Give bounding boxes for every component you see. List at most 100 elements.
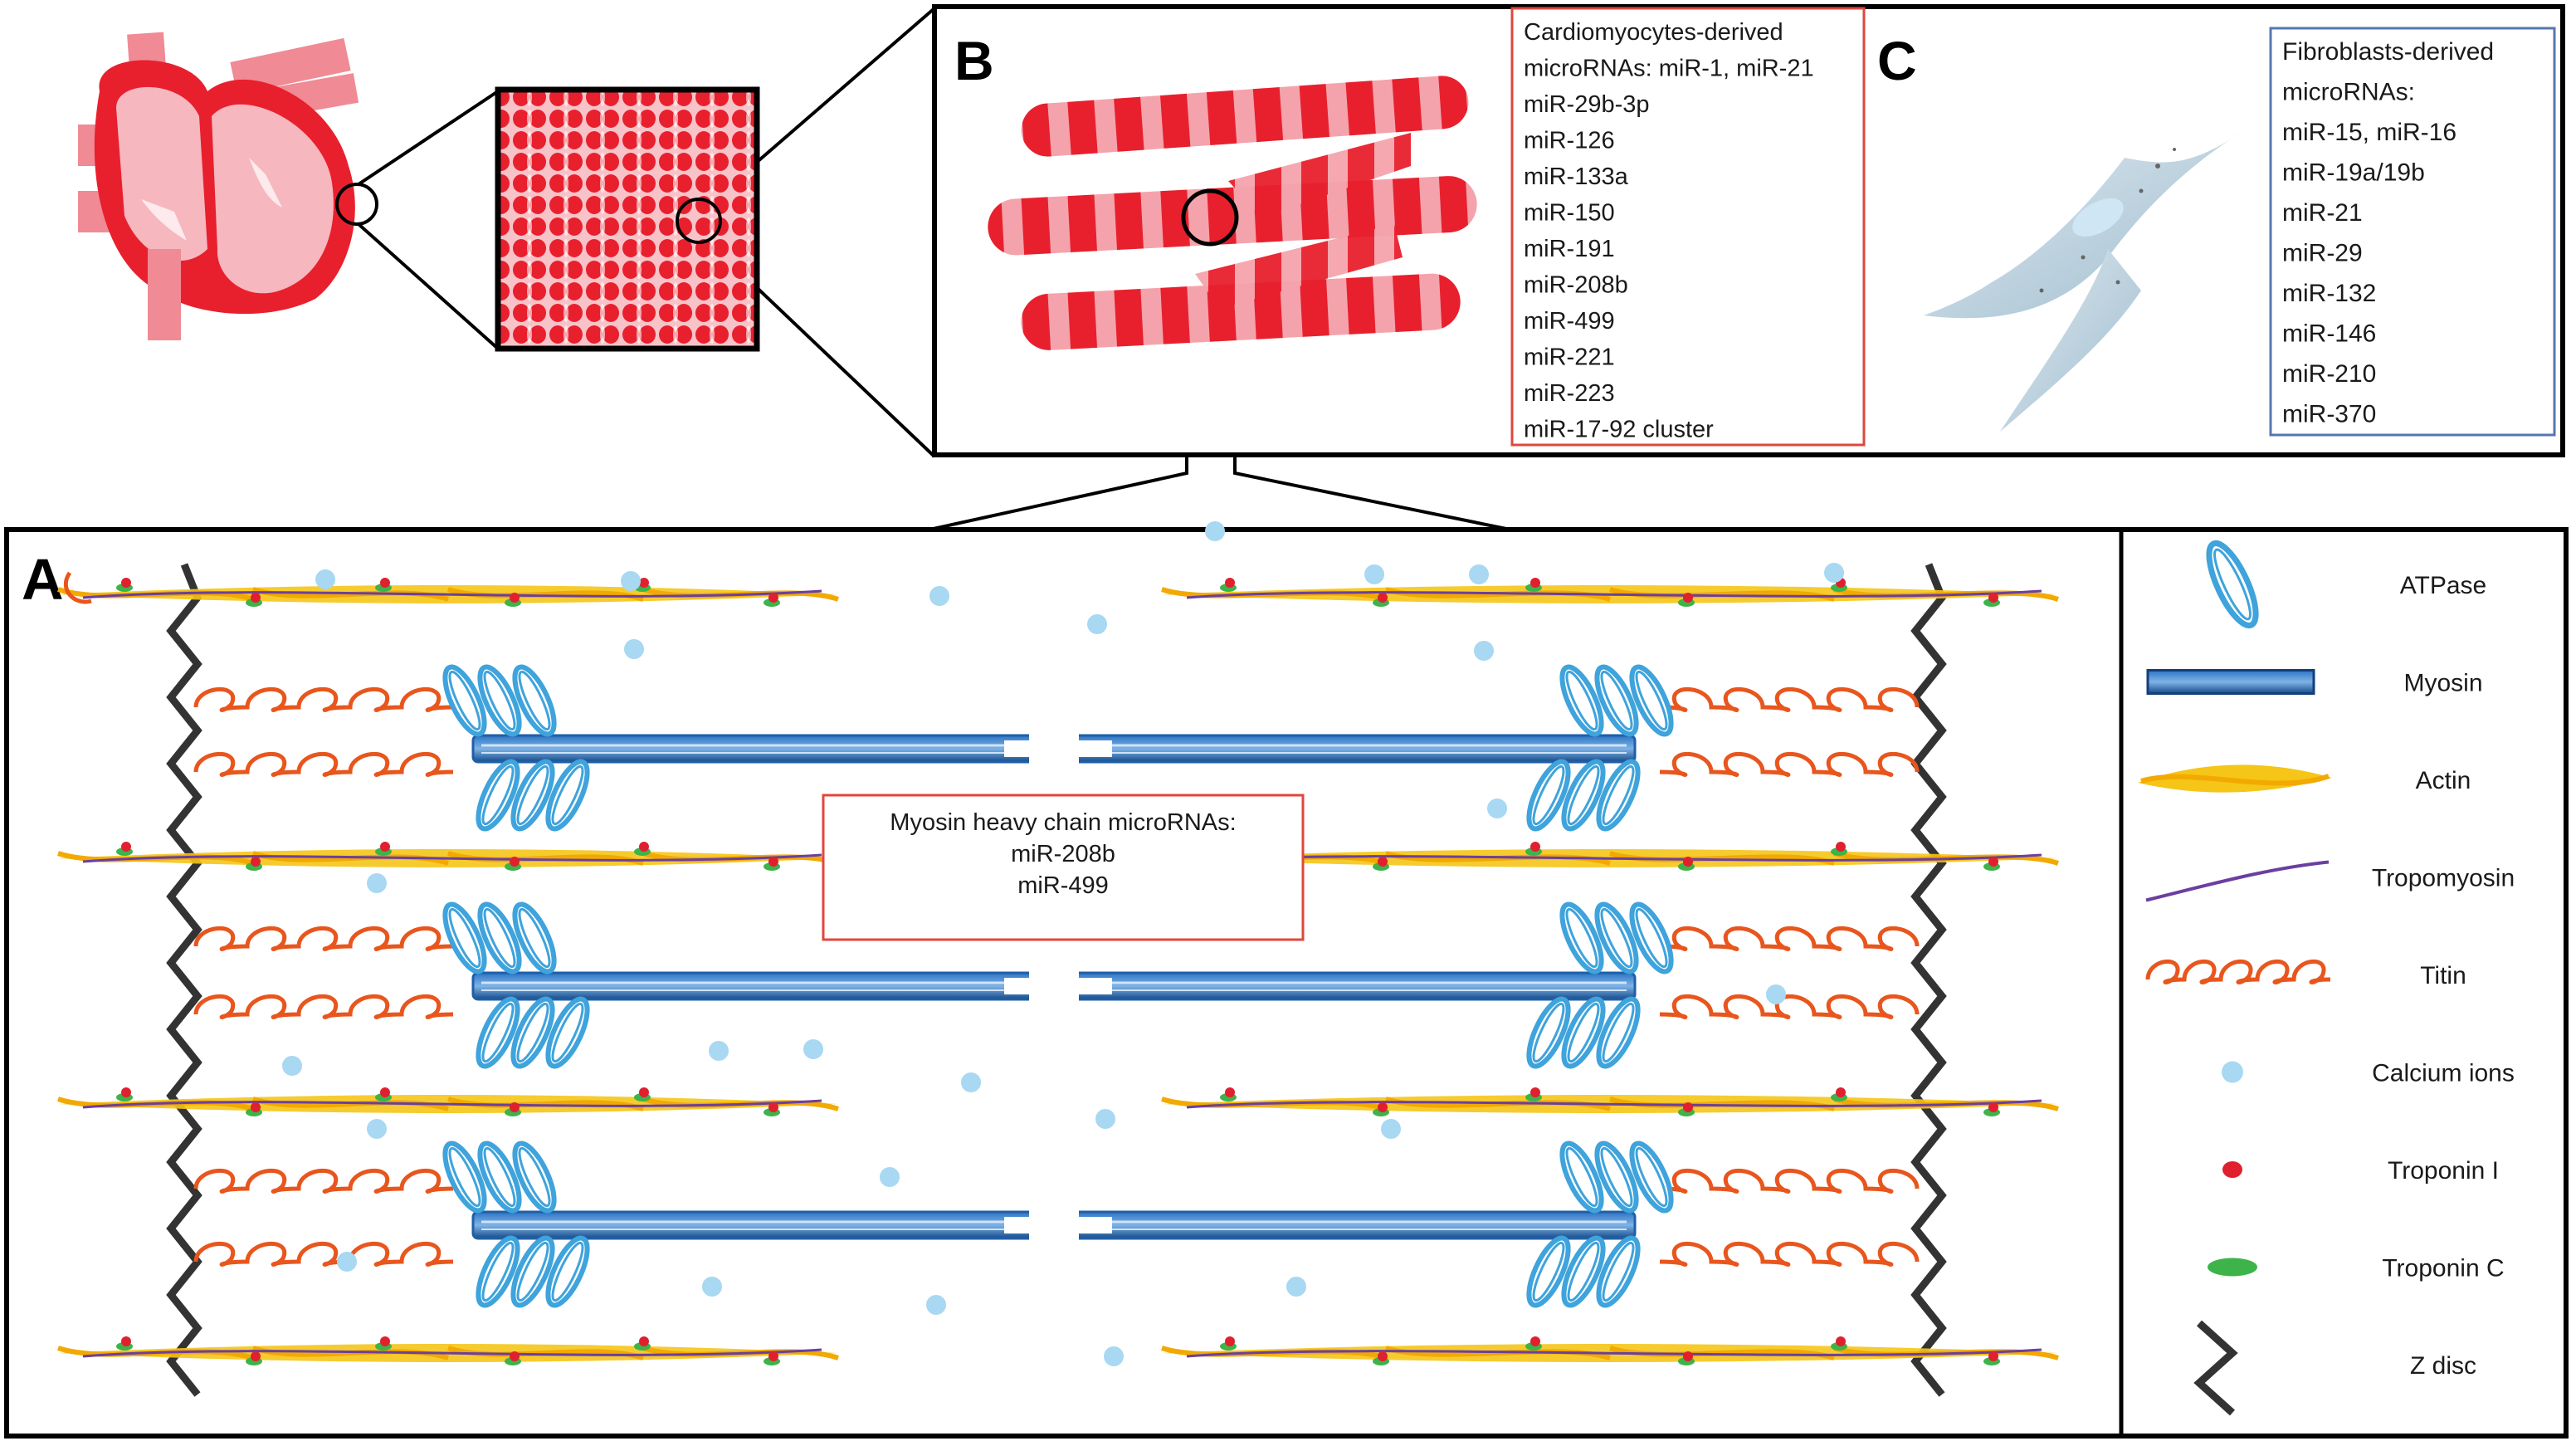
sarcomere-diagram — [57, 521, 2059, 1397]
titin-coil-right — [1659, 751, 1920, 777]
fibroblast-mirna-line: miR-21 — [2282, 199, 2363, 227]
troponin-i-marker — [251, 1102, 261, 1112]
troponin-i-marker — [1683, 1351, 1693, 1361]
legend-label: Titin — [2420, 962, 2466, 989]
calcium-ion — [282, 1056, 302, 1076]
troponin-c-icon — [2208, 1258, 2257, 1277]
atpase-head — [477, 1141, 522, 1214]
legend-label: Troponin I — [2388, 1157, 2499, 1185]
troponin-i-marker — [121, 1087, 131, 1097]
titin-icon — [2145, 959, 2331, 984]
calcium-ion — [1474, 641, 1494, 661]
heart-illustration — [78, 32, 378, 340]
atpase-head — [477, 901, 522, 975]
fibroblast-mirna-line: miR-210 — [2282, 360, 2376, 388]
atpase-head — [512, 1141, 557, 1214]
atpase-head — [1561, 996, 1606, 1069]
atpase-head — [510, 996, 555, 1069]
fibroblast-nucleus — [2072, 198, 2124, 237]
titin-coil-right — [1659, 994, 1920, 1019]
panel-label-b: B — [954, 30, 994, 91]
troponin-i-marker — [1225, 1336, 1235, 1346]
calcium-ion — [1469, 564, 1489, 584]
atpase-head — [1594, 664, 1639, 737]
fibroblast-cell — [1924, 133, 2241, 432]
cardiomyocyte-mirna-line: miR-499 — [1524, 308, 1615, 335]
myofibril-zoom-circle — [1181, 188, 1239, 247]
legend-label: Myosin — [2403, 670, 2482, 697]
myosin-filament — [442, 1141, 1674, 1308]
troponin-i-marker — [380, 1336, 390, 1346]
cardiomyocyte-mirna-line: miR-29b-3p — [1524, 91, 1650, 118]
calcium-ion — [1364, 564, 1384, 584]
troponin-i-marker — [251, 593, 261, 603]
actin-filament — [57, 578, 839, 607]
actin-filament — [1161, 1087, 2059, 1116]
cardiomyocyte-mirna-line: miR-17-92 cluster — [1524, 417, 1714, 443]
atpase-head — [476, 1235, 520, 1308]
atpase-head — [1594, 901, 1639, 975]
calcium-ion — [1487, 799, 1507, 818]
atpase-head — [1559, 1141, 1604, 1214]
troponin-i-marker — [1530, 842, 1540, 852]
atpase-head — [1561, 1235, 1606, 1308]
m-line — [1004, 968, 1112, 1004]
legend-label: Tropomyosin — [2372, 865, 2515, 892]
troponin-i-marker — [380, 842, 390, 852]
cardiomyocyte-mirna-line: miR-208b — [1524, 272, 1628, 299]
z-disc-icon — [2193, 1320, 2238, 1416]
troponin-i-marker — [639, 1336, 649, 1346]
cardiomyocyte-mirna-line: miR-126 — [1524, 128, 1615, 154]
m-line — [1004, 1207, 1112, 1243]
atpase-head — [1629, 664, 1674, 737]
troponin-i-marker — [251, 857, 261, 867]
titin-coil-left — [193, 1241, 454, 1267]
atpase-head — [1561, 759, 1606, 832]
actin-filament — [1161, 578, 2059, 607]
tissue-inset — [495, 86, 760, 352]
cardiomyocyte-mirna-line: miR-223 — [1524, 380, 1615, 407]
calcium-ion — [315, 569, 335, 589]
calcium-ion — [367, 1119, 387, 1139]
tropomyosin-strand — [82, 1348, 822, 1358]
myosin-mirna-box: Myosin heavy chain microRNAs:miR-208bmiR… — [822, 794, 1305, 941]
troponin-i-marker — [121, 578, 131, 588]
calcium-ion — [702, 1277, 722, 1297]
legend: ATPaseMyosinActinTropomyosinTitinCalcium… — [2138, 540, 2515, 1416]
troponin-i-marker — [768, 857, 778, 867]
troponin-i-marker — [1836, 1336, 1846, 1346]
atpase-head — [512, 664, 557, 737]
calcium-ion — [929, 586, 949, 606]
calcium-ion — [1381, 1119, 1401, 1139]
legend-label: Actin — [2416, 767, 2471, 794]
troponin-i-marker — [1988, 593, 1998, 603]
titin-coil-left — [193, 686, 454, 712]
fibroblast-mirna-line: miR-146 — [2282, 320, 2376, 348]
atpase-head — [1559, 664, 1604, 737]
myosin-mirna-line: Myosin heavy chain microRNAs: — [890, 809, 1236, 836]
myofibril-bundle — [988, 76, 1477, 350]
atpase-head — [442, 901, 487, 975]
m-line — [1004, 730, 1112, 767]
legend-label: Z disc — [2410, 1352, 2476, 1380]
troponin-i-marker — [1988, 1102, 1998, 1112]
panel-label-a: A — [22, 547, 64, 612]
actin-filament — [57, 842, 839, 871]
troponin-i-marker — [1378, 857, 1388, 867]
troponin-i-marker — [1225, 578, 1235, 588]
tropomyosin-strand — [1186, 1099, 2042, 1109]
calcium-ion — [1824, 563, 1844, 583]
atpase-head — [545, 996, 590, 1069]
legend-label: Troponin C — [2382, 1255, 2504, 1282]
troponin-i-marker — [121, 842, 131, 852]
calcium-ion-icon — [2222, 1061, 2243, 1083]
atpase-head — [1526, 1235, 1571, 1308]
troponin-i-marker — [1988, 857, 1998, 867]
actin-filament — [57, 1087, 839, 1116]
troponin-i-marker — [1530, 1087, 1540, 1097]
calcium-ion — [926, 1295, 946, 1315]
troponin-i-marker — [510, 593, 520, 603]
troponin-i-marker — [251, 1351, 261, 1361]
cardiomyocyte-mirna-line: miR-221 — [1524, 344, 1615, 371]
atpase-head — [476, 996, 520, 1069]
